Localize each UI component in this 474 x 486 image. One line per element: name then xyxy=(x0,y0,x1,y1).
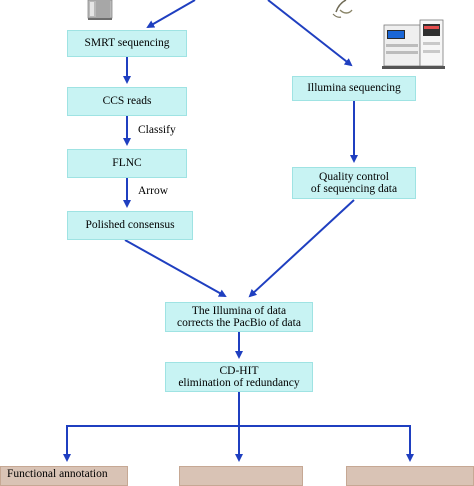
illumina-sequencing-box: Illumina sequencing xyxy=(292,76,416,101)
polished-consensus-box: Polished consensus xyxy=(67,211,193,240)
flnc-box: FLNC xyxy=(67,149,187,178)
output-box-right xyxy=(346,466,474,486)
plant-sample-icon xyxy=(332,0,353,18)
arrow-polished-to-corrects xyxy=(124,239,227,297)
smrt-sequencing-box: SMRT sequencing xyxy=(67,30,187,57)
arrow-top-to-smrt xyxy=(146,0,196,28)
pacbio-sequencer-icon xyxy=(87,0,113,20)
illumina-corrects-pacbio-box: The Illumina of data corrects the PacBio… xyxy=(165,302,313,332)
arrow-top-to-illumina xyxy=(267,0,353,67)
illumina-sequencer-icon xyxy=(382,19,445,69)
classify-label: Classify xyxy=(138,124,176,136)
output-box-center xyxy=(179,466,303,486)
ccs-reads-box: CCS reads xyxy=(67,87,187,116)
cd-hit-box: CD-HIT elimination of redundancy xyxy=(165,362,313,392)
arrow-label: Arrow xyxy=(138,185,169,197)
quality-control-box: Quality control of sequencing data xyxy=(292,167,416,199)
flowchart-connectors xyxy=(63,0,445,462)
arrow-qc-to-corrects xyxy=(248,199,355,298)
functional-annotation-box: Functional annotation xyxy=(0,466,128,486)
